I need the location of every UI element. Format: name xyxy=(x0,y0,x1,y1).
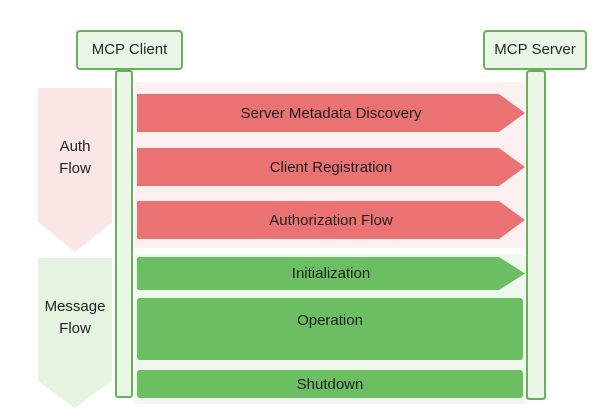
server-lifeline xyxy=(526,70,546,400)
mcp-client-header: MCP Client xyxy=(76,30,183,70)
shutdown-label: Shutdown xyxy=(296,375,364,393)
authorization-flow-label: Authorization Flow xyxy=(269,211,393,229)
message-flow-label: Message Flow xyxy=(38,258,112,408)
client-registration-arrow: Client Registration xyxy=(137,148,525,186)
client-lifeline xyxy=(115,70,133,398)
operation-block: Operation xyxy=(137,298,523,360)
initialization-arrow: Initialization xyxy=(137,257,525,290)
server-metadata-discovery-label: Server Metadata Discovery xyxy=(240,104,422,122)
authorization-flow-arrow: Authorization Flow xyxy=(137,201,525,239)
mcp-server-header: MCP Server xyxy=(483,30,587,70)
auth-flow-label-line1: Auth xyxy=(59,138,91,155)
initialization-label: Initialization xyxy=(291,265,371,282)
operation-label: Operation xyxy=(297,312,363,329)
message-flow-label-line1: Message xyxy=(44,298,106,315)
message-flow-label-line2: Flow xyxy=(59,320,91,337)
server-metadata-discovery-arrow: Server Metadata Discovery xyxy=(137,94,525,132)
client-registration-label: Client Registration xyxy=(269,158,393,176)
auth-flow-label-line2: Flow xyxy=(59,160,91,177)
shutdown-block: Shutdown xyxy=(137,370,523,398)
auth-flow-label: Auth Flow xyxy=(38,88,112,252)
